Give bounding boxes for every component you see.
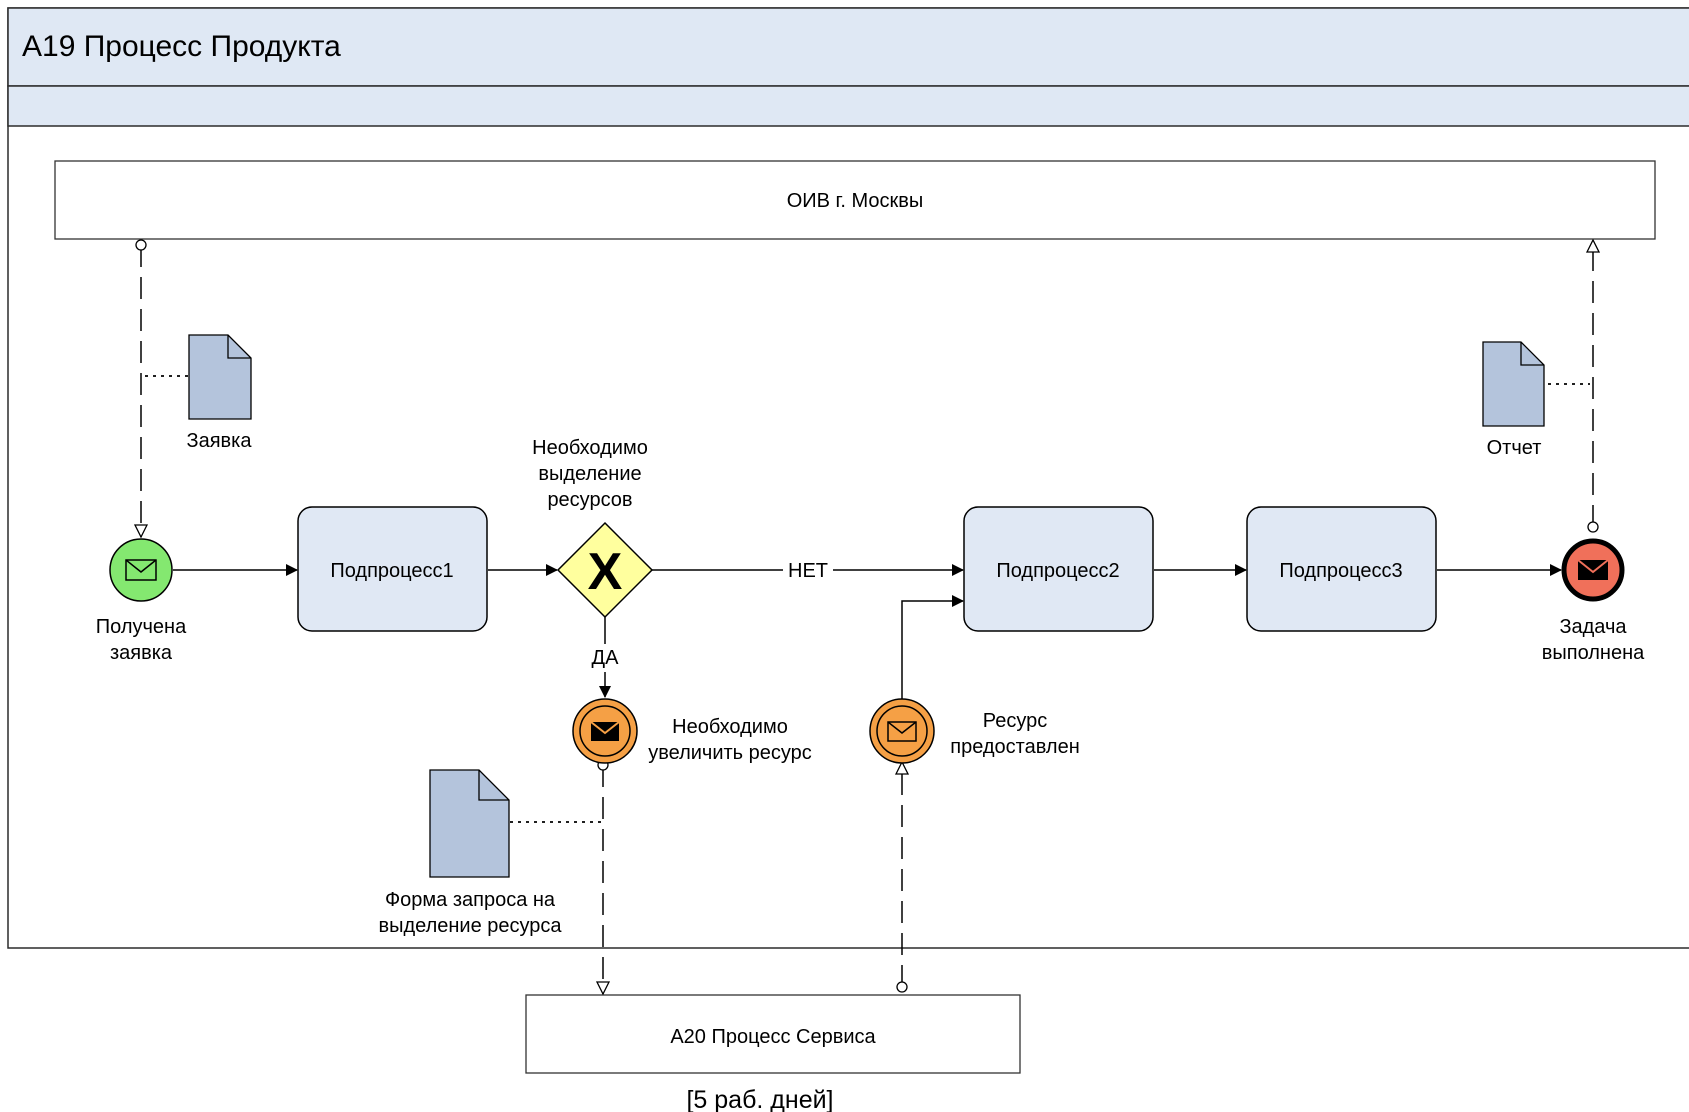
task-subprocess3[interactable]: Подпроцесс3	[1246, 506, 1437, 632]
intermediate-receive-event[interactable]	[869, 698, 935, 764]
pool-subheader	[7, 85, 1689, 127]
gateway-label-line3: ресурсов	[547, 489, 632, 511]
gateway-label-line1: Необходимо	[532, 437, 648, 459]
pool-header	[7, 7, 1689, 87]
send-event-label-line1: Необходимо	[672, 716, 788, 738]
duration-label: [5 раб. дней]	[686, 1086, 833, 1112]
task-subprocess1[interactable]: Подпроцесс1	[297, 506, 488, 632]
document-request[interactable]: Заявка	[187, 334, 253, 452]
flow-label-no: НЕТ	[788, 560, 828, 582]
task-subprocess2[interactable]: Подпроцесс2	[963, 506, 1154, 632]
document-label: Заявка	[187, 430, 253, 452]
document-label-line1: Форма запроса на	[385, 889, 556, 911]
document-form[interactable]: Форма запроса на выделение ресурса	[378, 769, 562, 937]
send-event-label-line2: увеличить ресурс	[648, 742, 812, 764]
document-icon	[188, 334, 252, 420]
participant-bottom-label: A20 Процесс Сервиса	[670, 1026, 876, 1048]
start-event-label-line1: Получена	[96, 616, 187, 638]
document-report[interactable]: Отчет	[1482, 341, 1545, 459]
gateway-label-line2: выделение	[538, 463, 641, 485]
participant-bottom[interactable]: A20 Процесс Сервиса	[525, 994, 1021, 1074]
exclusive-gateway[interactable]: X	[556, 521, 654, 619]
document-label: Отчет	[1487, 437, 1542, 459]
participant-top-label: ОИВ г. Москвы	[787, 190, 924, 212]
document-icon	[429, 769, 510, 878]
task-label: Подпроцесс3	[1279, 560, 1402, 582]
document-label-line2: выделение ресурса	[378, 915, 562, 937]
start-event[interactable]	[109, 538, 173, 602]
envelope-icon	[590, 721, 620, 741]
envelope-icon	[887, 721, 917, 742]
receive-event-label-line2: предоставлен	[950, 736, 1080, 758]
task-label: Подпроцесс2	[996, 560, 1119, 582]
exclusive-gateway-icon: X	[588, 543, 623, 601]
receive-event-label-line1: Ресурс	[983, 710, 1047, 732]
flow-label-yes: ДА	[592, 647, 620, 669]
envelope-icon	[1577, 559, 1609, 580]
associations	[145, 375, 1590, 823]
message-flows	[141, 240, 1593, 994]
pool: A19 Процесс Продукта	[7, 7, 1689, 949]
task-label: Подпроцесс1	[330, 560, 453, 582]
participant-top[interactable]: ОИВ г. Москвы	[54, 160, 1656, 240]
document-icon	[1482, 341, 1545, 427]
end-event[interactable]	[1561, 538, 1625, 602]
pool-title: A19 Процесс Продукта	[22, 30, 341, 63]
intermediate-send-event[interactable]	[572, 698, 638, 764]
end-event-label-line1: Задача	[1559, 616, 1627, 638]
start-event-label-line2: заявка	[110, 642, 173, 664]
envelope-icon	[125, 559, 157, 581]
end-event-label-line2: выполнена	[1542, 642, 1645, 664]
